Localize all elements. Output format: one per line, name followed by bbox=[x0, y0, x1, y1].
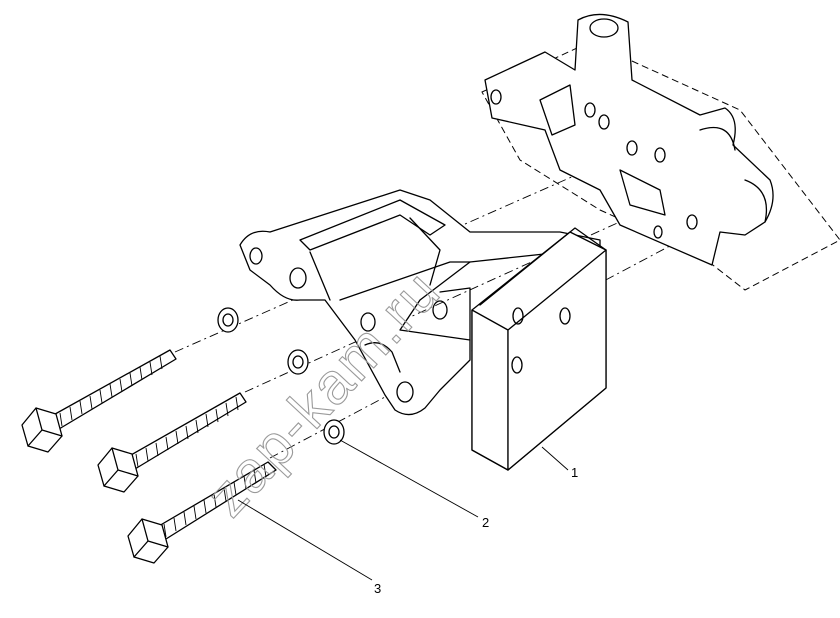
hex-bolts bbox=[21, 349, 277, 564]
callout-2: 2 bbox=[339, 439, 489, 530]
washer bbox=[323, 419, 345, 445]
engine-housing bbox=[481, 13, 840, 291]
callout-1: 1 bbox=[541, 446, 578, 480]
callout-3: 3 bbox=[237, 499, 381, 596]
bracket-plate bbox=[471, 227, 607, 471]
callout-number: 1 bbox=[571, 465, 578, 480]
callout-number: 3 bbox=[374, 581, 381, 596]
bolt bbox=[97, 392, 247, 493]
mounting-bracket bbox=[239, 189, 601, 416]
lock-washers bbox=[217, 307, 345, 445]
callout-number: 2 bbox=[482, 515, 489, 530]
washer bbox=[217, 307, 239, 333]
washer bbox=[287, 349, 309, 375]
bolt bbox=[21, 349, 177, 453]
bolt bbox=[127, 461, 277, 564]
